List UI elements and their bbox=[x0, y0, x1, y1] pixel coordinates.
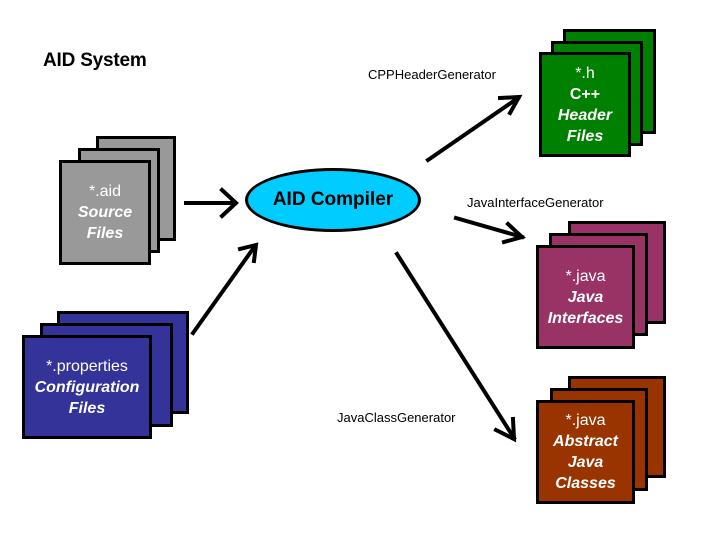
config-label-line: Files bbox=[68, 399, 106, 417]
cpp-label-line: Files bbox=[566, 127, 604, 145]
cpp-label-line: Header bbox=[557, 106, 613, 124]
interfaces-label-line: Java bbox=[567, 288, 604, 306]
arrow-compiler-to-interfaces bbox=[453, 215, 526, 245]
generator-label-java-interface: JavaInterfaceGenerator bbox=[467, 195, 604, 210]
diagram-title: AID System bbox=[43, 50, 147, 71]
cpp-sheet-front: *.h C++ Header Files bbox=[539, 52, 631, 157]
source-sheet-front: *.aid Source Files bbox=[59, 160, 151, 265]
source-ext: *.aid bbox=[88, 183, 122, 200]
interfaces-sheet-front: *.java Java Interfaces bbox=[536, 245, 635, 349]
generator-label-cpp: CPPHeaderGenerator bbox=[368, 67, 496, 82]
config-label-line: Configuration bbox=[34, 378, 140, 396]
source-label-line: Source bbox=[77, 204, 133, 221]
cpp-ext: *.h bbox=[575, 64, 595, 82]
generator-label-java-class: JavaClassGenerator bbox=[337, 410, 456, 425]
classes-ext: *.java bbox=[565, 412, 606, 429]
cpp-label-line: C++ bbox=[569, 85, 601, 103]
config-ext: *.properties bbox=[46, 357, 128, 375]
classes-label-line: Classes bbox=[555, 475, 616, 492]
interfaces-label-line: Interfaces bbox=[547, 309, 624, 327]
arrow-source-to-compiler bbox=[184, 187, 239, 219]
aid-compiler-node: AID Compiler bbox=[245, 168, 421, 232]
classes-label-line: Abstract bbox=[553, 433, 618, 450]
compiler-label: AID Compiler bbox=[272, 189, 394, 210]
arrow-config-to-compiler bbox=[190, 242, 259, 336]
classes-label-line: Java bbox=[567, 454, 604, 471]
source-label-line: Files bbox=[86, 225, 124, 242]
config-sheet-front: *.properties Configuration Files bbox=[22, 335, 152, 439]
arrow-compiler-to-classes bbox=[394, 251, 517, 443]
classes-sheet-front: *.java Abstract Java Classes bbox=[536, 400, 635, 504]
interfaces-ext: *.java bbox=[565, 267, 606, 285]
arrow-compiler-to-cpp bbox=[425, 94, 523, 163]
